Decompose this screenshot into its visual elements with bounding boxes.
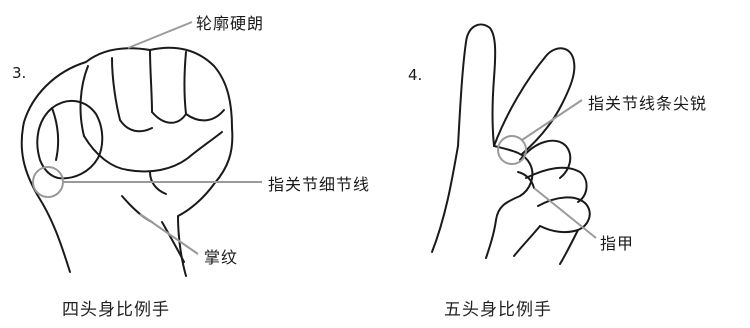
joint-highlight-circle <box>497 135 527 165</box>
callout-palm-lines: 掌纹 <box>204 248 239 267</box>
leader-line-nail <box>533 187 597 239</box>
callout-fingernail: 指甲 <box>600 234 635 253</box>
fist-leader-lines <box>32 21 262 255</box>
leader-line-palm <box>139 213 199 255</box>
figure-3-number: 3. <box>12 64 27 82</box>
callout-sharp-joint-line: 指关节线条尖锐 <box>588 94 708 113</box>
callout-knuckle-detail: 指关节细节线 <box>268 175 371 194</box>
figure-4-number: 4. <box>408 66 423 84</box>
callout-outline: 轮廓硬朗 <box>196 14 265 33</box>
leader-line-joint <box>521 99 583 141</box>
figure-3-caption: 四头身比例手 <box>62 300 170 320</box>
leader-line-outline <box>127 21 193 49</box>
v-sign-drawing <box>431 23 591 265</box>
fist-drawing <box>20 46 234 277</box>
v-sign-leader-lines <box>497 99 597 239</box>
figure-4-caption: 五头身比例手 <box>444 300 552 320</box>
